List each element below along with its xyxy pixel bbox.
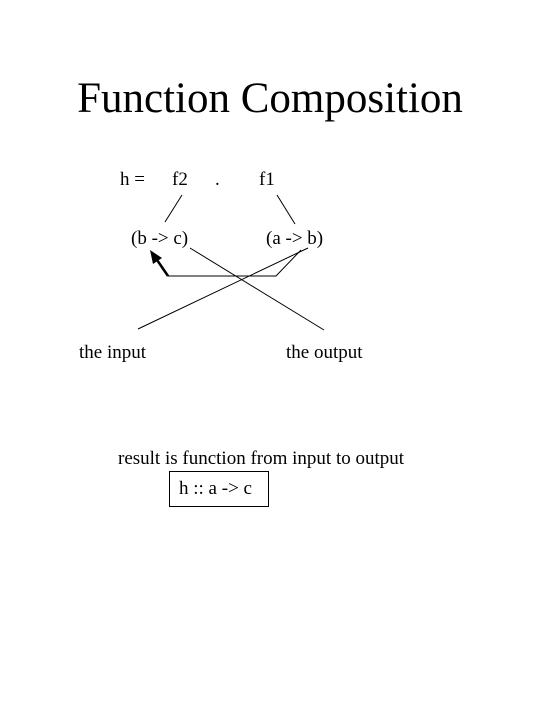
f1-label: f1 — [259, 169, 275, 190]
f2-type: (b -> c) — [131, 228, 189, 249]
f1-type: (a -> b) — [266, 228, 324, 249]
input-to-a-line — [137, 247, 309, 330]
input-label: the input — [79, 342, 147, 363]
composition-dot: . — [215, 169, 220, 190]
f2-label: f2 — [172, 169, 188, 190]
type-signature-box: h :: a -> c — [169, 471, 269, 507]
type-signature: h :: a -> c — [179, 478, 252, 499]
f1-connector-line — [276, 194, 296, 225]
f2-connector-line — [164, 194, 183, 223]
slide-title: Function Composition — [77, 75, 463, 122]
flow-arrowhead — [150, 250, 162, 264]
flow-bracket-line — [168, 249, 302, 277]
lhs-h-equals: h = — [120, 169, 145, 190]
output-label: the output — [286, 342, 363, 363]
result-caption: result is function from input to output — [118, 448, 405, 469]
c-to-output-line — [189, 247, 325, 331]
